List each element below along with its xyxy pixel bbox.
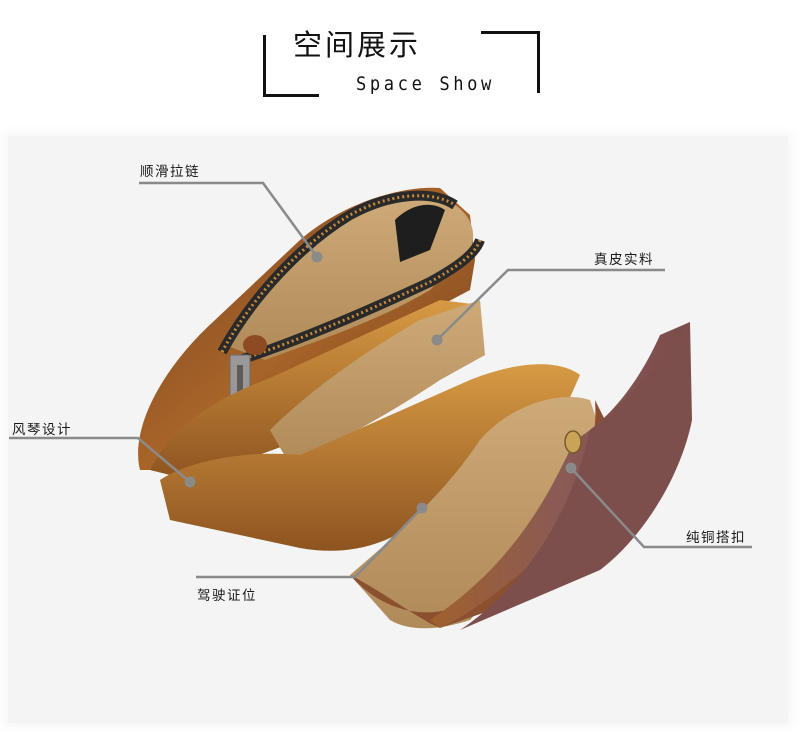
section-title-cn: 空间展示: [293, 28, 422, 62]
callout-dot-leather: [431, 334, 443, 346]
zipper-track-lower: [238, 237, 485, 365]
callout-line-license: [196, 507, 423, 579]
accordion-pocket-2: [160, 364, 580, 551]
callout-line-leather: [436, 268, 665, 341]
callout-line-accordion: [9, 436, 191, 483]
callout-dot-snap: [565, 462, 577, 474]
section-header: 空间展示 Space Show: [0, 0, 800, 120]
zipper-slider: [243, 335, 267, 355]
copper-snap-button: [564, 430, 582, 454]
section-title-en: Space Show: [356, 73, 495, 95]
callout-lines: [9, 181, 752, 579]
header-bracket-left: [263, 35, 319, 97]
callout-line-snap: [570, 467, 752, 549]
callout-label-leather: 真皮实料: [594, 252, 654, 268]
callout-dot-accordion: [184, 476, 196, 488]
callout-dot-zipper: [311, 251, 323, 263]
callout-dot-license: [416, 502, 428, 514]
callout-label-accordion: 风琴设计: [12, 422, 72, 438]
suede-pocket: [270, 300, 485, 465]
snap-flap: [430, 322, 690, 628]
callout-label-license: 驾驶证位: [197, 588, 257, 604]
callout-line-zipper: [139, 181, 319, 258]
callout-label-snap: 纯铜搭扣: [686, 530, 746, 546]
callout-label-zipper: 顺滑拉链: [140, 164, 200, 180]
callout-dots: [184, 251, 577, 514]
license-pocket: [350, 396, 600, 629]
header-bracket-right: [481, 31, 540, 93]
